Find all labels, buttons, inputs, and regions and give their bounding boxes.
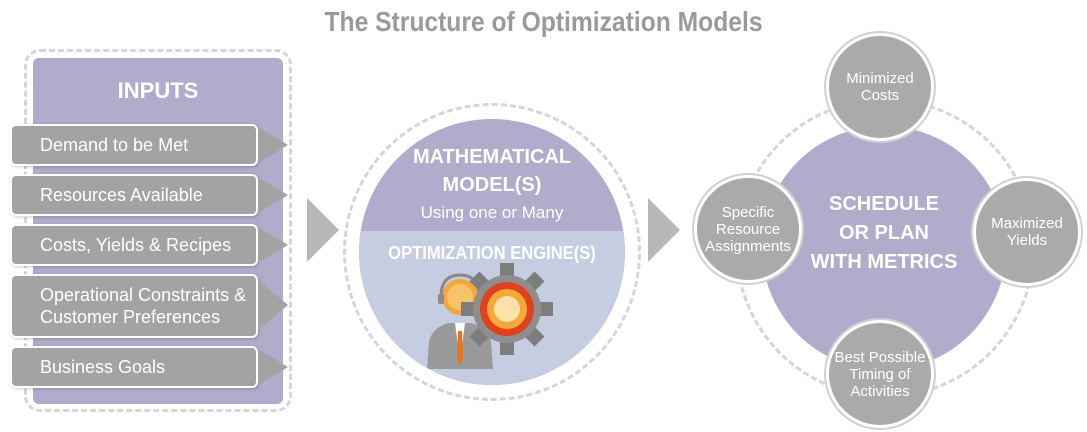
metric-label: Best Possible Timing of Activities	[834, 348, 926, 400]
input-goals: Business Goals	[10, 346, 258, 388]
metric-timing-activities: Best Possible Timing of Activities	[826, 320, 934, 428]
inputs-heading: INPUTS	[117, 78, 199, 103]
metric-label: Specific Resource Assignments	[705, 203, 791, 255]
engine-illustration	[427, 263, 553, 369]
output-center-line: SCHEDULE	[828, 193, 939, 215]
metric-minimized-costs: Minimized Costs	[826, 33, 934, 141]
output-center-label: SCHEDULE OR PLAN WITH METRICS	[762, 190, 1006, 277]
page-title: The Structure of Optimization Models	[324, 6, 763, 37]
model-subtitle: Using one or Many	[420, 203, 564, 222]
input-demand: Demand to be Met	[10, 124, 258, 166]
metric-label: Maximized Yields	[991, 215, 1063, 249]
output-center-line: OR PLAN	[839, 222, 929, 244]
arrow-right-icon	[307, 198, 339, 262]
metric-maximized-yields: Maximized Yields	[973, 178, 1081, 286]
model-circle: MATHEMATICAL MODEL(S) Using one or Many …	[359, 119, 625, 385]
output-center-line: WITH METRICS	[810, 251, 958, 273]
metric-resource-assignments: Specific Resource Assignments	[694, 175, 802, 283]
model-dashed-ring	[343, 103, 641, 401]
metric-label: Minimized Costs	[846, 70, 914, 104]
gear-icon	[461, 263, 553, 355]
arrow-right-icon	[648, 198, 680, 262]
model-line1: MATHEMATICAL	[412, 146, 572, 168]
input-constraints: Operational Constraints & Customer Prefe…	[10, 274, 258, 338]
engine-label: OPTIMIZATION ENGINE(S)	[388, 243, 596, 263]
input-costs: Costs, Yields & Recipes	[10, 224, 258, 266]
input-resources: Resources Available	[10, 174, 258, 216]
model-line2: MODEL(S)	[442, 174, 542, 196]
